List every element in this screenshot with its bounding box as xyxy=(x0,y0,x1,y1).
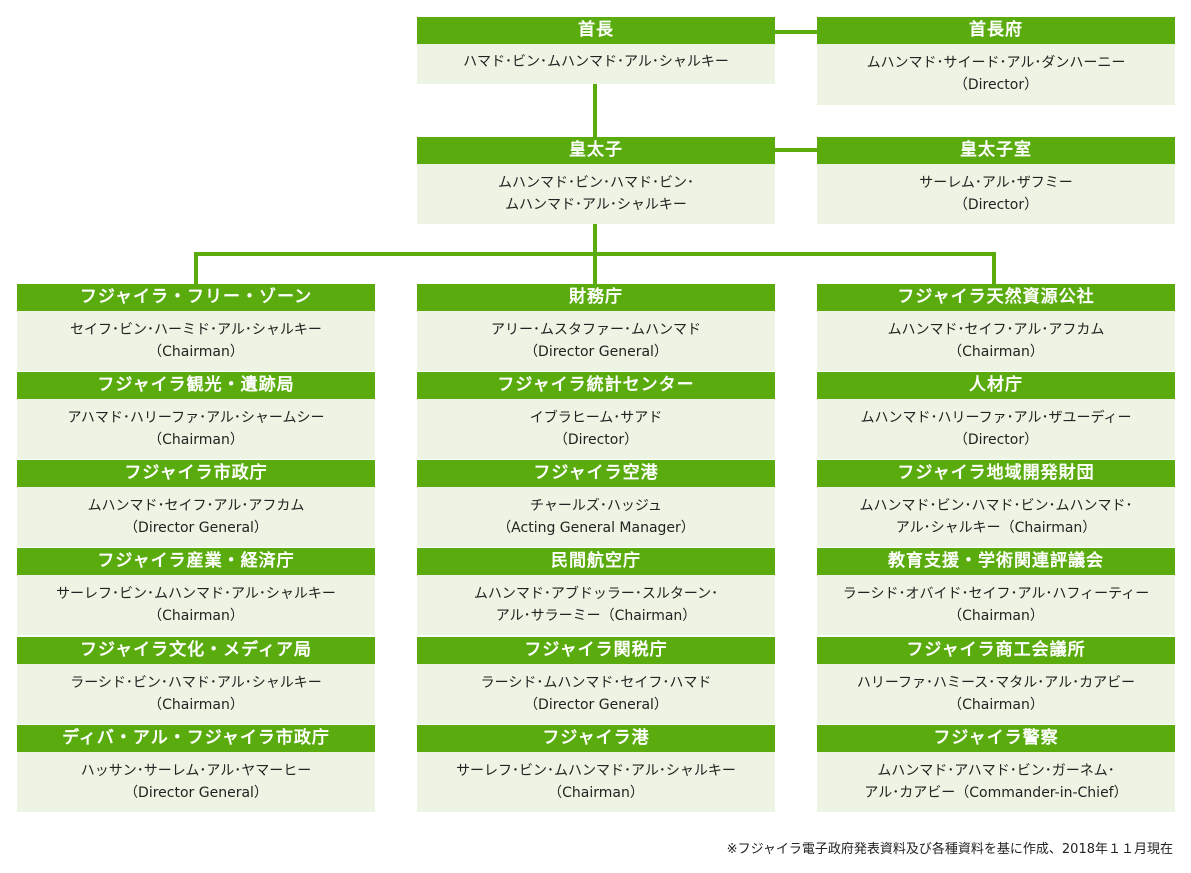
connector-branch-right xyxy=(992,252,996,284)
box-text: （Director General） xyxy=(124,785,268,801)
box-text: （Director General） xyxy=(524,344,668,360)
box-title: フジャイラ市政庁 xyxy=(17,460,375,487)
box-text: （Director） xyxy=(953,77,1039,93)
box-civil-aviation: 民間航空庁 ムハンマド･アブドッラー･スルターン･ アル･サラーミー（Chair… xyxy=(417,548,775,635)
box-crown-prince: 皇太子 ムハンマド･ビン･ハマド･ビン･ ムハンマド･アル･シャルキー xyxy=(417,137,775,224)
box-text: アル･シャルキー（Chairman） xyxy=(895,520,1097,536)
box-chamber-of-commerce: フジャイラ商工会議所 ハリーファ･ハミース･マタル･アル･カアビー （Chair… xyxy=(817,637,1175,724)
connector-crown-office xyxy=(774,148,818,152)
box-text: ムハンマド･セイフ･アル･アフカム xyxy=(887,322,1105,338)
box-police: フジャイラ警察 ムハンマド･アハマド･ビン･ガーネム･ アル･カアビー（Comm… xyxy=(817,725,1175,812)
box-title: フジャイラ関税庁 xyxy=(417,637,775,664)
box-crown-prince-office: 皇太子室 サーレム･アル･ザフミー （Director） xyxy=(817,137,1175,224)
box-title: 首長府 xyxy=(817,17,1175,44)
box-municipality: フジャイラ市政庁 ムハンマド･セイフ･アル･アフカム （Director Gen… xyxy=(17,460,375,547)
box-text: ラーシド･オバイド･セイフ･アル･ハフィーティー xyxy=(842,586,1150,602)
box-text: サーレフ･ビン･ムハンマド･アル･シャルキー xyxy=(56,586,336,602)
box-text: （Chairman） xyxy=(548,785,644,801)
box-text: アル･カアビー（Commander-in-Chief） xyxy=(864,785,1128,801)
connector-crown-trunk xyxy=(593,224,597,254)
box-title: フジャイラ天然資源公社 xyxy=(817,284,1175,311)
box-text: ハッサン･サーレム･アル･ヤマーヒー xyxy=(80,763,312,779)
box-port: フジャイラ港 サーレフ･ビン･ムハンマド･アル･シャルキー （Chairman） xyxy=(417,725,775,812)
box-leader: 首長 ハマド･ビン･ムハンマド･アル･シャルキー xyxy=(417,17,775,84)
box-text: セイフ･ビン･ハーミド･アル･シャルキー xyxy=(70,322,322,338)
box-text: サーレム･アル･ザフミー xyxy=(919,175,1073,191)
box-text: チャールズ･ハッジュ xyxy=(530,498,662,514)
box-text: （Director） xyxy=(953,197,1039,213)
box-title: ディバ・アル・フジャイラ市政庁 xyxy=(17,725,375,752)
box-text: ムハンマド･ハリーファ･アル･ザユーディー xyxy=(860,410,1132,426)
box-text: （Director General） xyxy=(124,520,268,536)
box-title: フジャイラ・フリー・ゾーン xyxy=(17,284,375,311)
box-finance: 財務庁 アリー･ムスタファー･ムハンマド （Director General） xyxy=(417,284,775,371)
connector-leader-crown xyxy=(593,83,597,138)
box-text: （Chairman） xyxy=(148,344,244,360)
box-text: （Chairman） xyxy=(148,697,244,713)
box-title: フジャイラ地域開発財団 xyxy=(817,460,1175,487)
box-text: ムハンマド･ビン･ハマド･ビン･ xyxy=(498,175,694,191)
box-text: ムハンマド･アハマド･ビン･ガーネム･ xyxy=(877,763,1115,779)
box-title: 教育支援・学術関連評議会 xyxy=(817,548,1175,575)
box-text: （Director General） xyxy=(524,697,668,713)
box-title: フジャイラ文化・メディア局 xyxy=(17,637,375,664)
source-footnote: ※フジャイラ電子政府発表資料及び各種資料を基に作成、2018年１１月現在 xyxy=(726,842,1173,857)
box-title: 皇太子 xyxy=(417,137,775,164)
box-title: フジャイラ統計センター xyxy=(417,372,775,399)
box-leader-office: 首長府 ムハンマド･サイード･アル･ダンハーニー （Director） xyxy=(817,17,1175,105)
box-text: ハリーファ･ハミース･マタル･アル･カアビー xyxy=(856,675,1136,691)
box-tourism: フジャイラ観光・遺跡局 アハマド･ハリーファ･アル･シャームシー （Chairm… xyxy=(17,372,375,459)
box-text: ムハンマド･アル･シャルキー xyxy=(505,197,687,213)
box-text: ムハンマド･サイード･アル･ダンハーニー xyxy=(866,55,1126,71)
box-text: ムハンマド･アブドッラー･スルターン･ xyxy=(473,586,719,602)
box-text: ムハンマド･ビン･ハマド･ビン･ムハンマド･ xyxy=(859,498,1133,514)
box-title: 財務庁 xyxy=(417,284,775,311)
box-culture-media: フジャイラ文化・メディア局 ラーシド･ビン･ハマド･アル･シャルキー （Chai… xyxy=(17,637,375,724)
box-text: ラーシド･ムハンマド･セイフ･ハマド xyxy=(480,675,712,691)
box-free-zone: フジャイラ・フリー・ゾーン セイフ･ビン･ハーミド･アル･シャルキー （Chai… xyxy=(17,284,375,371)
box-title: フジャイラ港 xyxy=(417,725,775,752)
box-title: 皇太子室 xyxy=(817,137,1175,164)
box-text: （Director） xyxy=(553,432,639,448)
box-title: 首長 xyxy=(417,17,775,44)
box-text: （Chairman） xyxy=(148,432,244,448)
box-title: フジャイラ産業・経済庁 xyxy=(17,548,375,575)
box-title: 民間航空庁 xyxy=(417,548,775,575)
box-text: アル･サラーミー（Chairman） xyxy=(495,608,697,624)
box-text: アハマド･ハリーファ･アル･シャームシー xyxy=(67,410,325,426)
box-statistics: フジャイラ統計センター イブラヒーム･サアド （Director） xyxy=(417,372,775,459)
box-text: （Director） xyxy=(953,432,1039,448)
box-title: フジャイラ空港 xyxy=(417,460,775,487)
box-human-resources: 人材庁 ムハンマド･ハリーファ･アル･ザユーディー （Director） xyxy=(817,372,1175,459)
box-airport: フジャイラ空港 チャールズ･ハッジュ （Acting General Manag… xyxy=(417,460,775,547)
box-text: （Chairman） xyxy=(948,697,1044,713)
box-text: イブラヒーム･サアド xyxy=(529,410,663,426)
box-customs: フジャイラ関税庁 ラーシド･ムハンマド･セイフ･ハマド （Director Ge… xyxy=(417,637,775,724)
box-title: フジャイラ観光・遺跡局 xyxy=(17,372,375,399)
box-title: フジャイラ警察 xyxy=(817,725,1175,752)
box-text: ハマド･ビン･ムハンマド･アル･シャルキー xyxy=(463,54,729,70)
box-text: サーレフ･ビン･ムハンマド･アル･シャルキー xyxy=(456,763,736,779)
box-development-foundation: フジャイラ地域開発財団 ムハンマド･ビン･ハマド･ビン･ムハンマド･ アル･シャ… xyxy=(817,460,1175,547)
box-title: フジャイラ商工会議所 xyxy=(817,637,1175,664)
box-text: ムハンマド･セイフ･アル･アフカム xyxy=(87,498,305,514)
connector-branch-center xyxy=(593,252,597,284)
box-natural-resources: フジャイラ天然資源公社 ムハンマド･セイフ･アル･アフカム （Chairman） xyxy=(817,284,1175,371)
box-title: 人材庁 xyxy=(817,372,1175,399)
box-text: ラーシド･ビン･ハマド･アル･シャルキー xyxy=(70,675,322,691)
box-text: （Chairman） xyxy=(148,608,244,624)
box-text: アリー･ムスタファー･ムハンマド xyxy=(491,322,701,338)
box-industry-economy: フジャイラ産業・経済庁 サーレフ･ビン･ムハンマド･アル･シャルキー （Chai… xyxy=(17,548,375,635)
box-text: （Acting General Manager） xyxy=(497,520,695,536)
box-text: （Chairman） xyxy=(948,344,1044,360)
box-education-council: 教育支援・学術関連評議会 ラーシド･オバイド･セイフ･アル･ハフィーティー （C… xyxy=(817,548,1175,635)
connector-branch-left xyxy=(194,252,198,284)
connector-leader-office xyxy=(774,30,818,34)
box-dibba-municipality: ディバ・アル・フジャイラ市政庁 ハッサン･サーレム･アル･ヤマーヒー （Dire… xyxy=(17,725,375,812)
box-text: （Chairman） xyxy=(948,608,1044,624)
